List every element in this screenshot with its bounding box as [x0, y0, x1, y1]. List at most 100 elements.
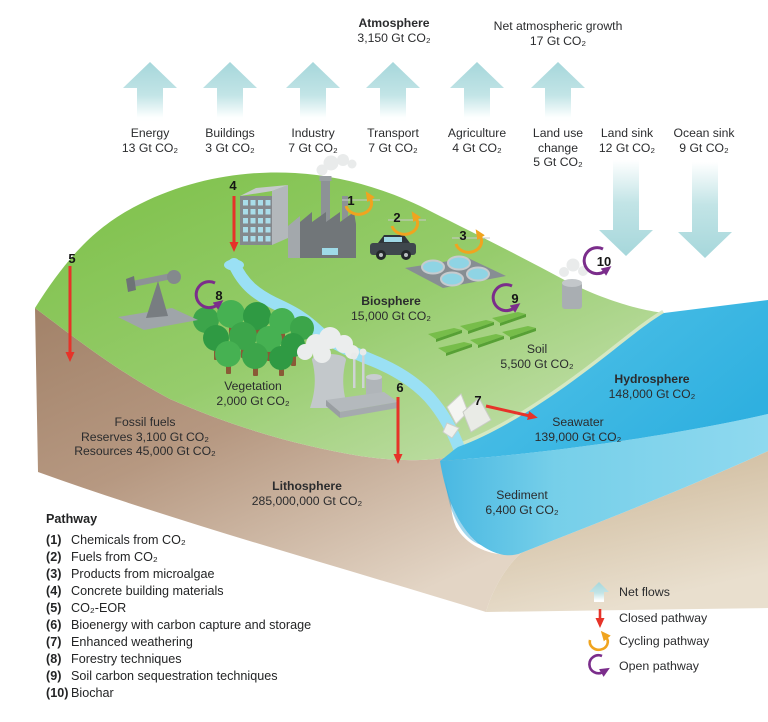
land-use-change-up-arrow [531, 62, 585, 122]
pathway-marker-6: 6 [396, 380, 403, 395]
pathway-arrow-10 [582, 246, 612, 276]
flow-energy-value: 13 Gt CO₂ [121, 140, 179, 155]
office-building [240, 185, 288, 245]
pathway-marker-1: 1 [347, 193, 354, 208]
flow-label-buildings: Buildings 3 Gt CO₂ [205, 126, 254, 155]
flow-energy-title: Energy [130, 126, 170, 140]
pathway-item-label: Products from microalgae [71, 567, 215, 581]
pathway-item-8: (8)Forestry techniques [46, 651, 311, 668]
land-sink-down-arrow [599, 160, 653, 256]
flow-transport-title: Transport [367, 126, 419, 140]
seafloor-wedge [486, 451, 768, 612]
oil-pumpjack [118, 270, 198, 330]
flow-luc-title: Land use [532, 126, 584, 140]
pathway-item-label: Fuels from CO₂ [71, 550, 158, 564]
seawater-value: 139,000 Gt CO₂ [534, 429, 622, 444]
pathway-item-label: CO₂-EOR [71, 601, 127, 615]
pathway-item-5: (5)CO₂-EOR [46, 600, 311, 617]
hydrosphere-label: Hydrosphere 148,000 Gt CO₂ [609, 372, 696, 401]
soil-label: Soil 5,500 Gt CO₂ [500, 342, 573, 371]
lithosphere-title: Lithosphere [272, 479, 342, 493]
flow-transport-value: 7 Gt CO₂ [368, 140, 418, 155]
atmosphere-title: Atmosphere [358, 16, 430, 30]
lithosphere-value: 285,000,000 Gt CO₂ [251, 493, 363, 508]
pathway-arrow-8 [194, 280, 224, 310]
flow-agriculture-title: Agriculture [447, 126, 507, 140]
fossil-resources: Resources 45,000 Gt CO₂ [74, 444, 216, 459]
flow-ocean-sink-value: 9 Gt CO₂ [679, 140, 729, 155]
seawater-title: Seawater [552, 415, 604, 429]
vegetation-value: 2,000 Gt CO₂ [216, 393, 290, 408]
legend-cycling-pathway-label: Cycling pathway [619, 634, 710, 648]
flow-agriculture-value: 4 Gt CO₂ [452, 140, 502, 155]
pathway-item-label: Enhanced weathering [71, 635, 193, 649]
biosphere-value: 15,000 Gt CO₂ [351, 308, 431, 323]
crop-fields [428, 312, 536, 356]
net-flows-icon [589, 582, 609, 602]
pathway-item-num: (9) [46, 669, 62, 683]
industry-up-arrow [286, 62, 340, 122]
lithosphere-label: Lithosphere 285,000,000 Gt CO₂ [252, 479, 362, 508]
flow-label-energy: Energy 13 Gt CO₂ [122, 126, 178, 155]
pathway-item-num: (10) [46, 686, 69, 700]
pathway-item-label: Soil carbon sequestration techniques [71, 669, 278, 683]
pathway-item-label: Bioenergy with carbon capture and storag… [71, 618, 312, 632]
biochar-kiln [559, 258, 588, 309]
net-growth-value: 17 Gt CO₂ [529, 33, 587, 48]
pathway-arrow-7 [485, 404, 538, 420]
pathway-legend-title: Pathway [46, 512, 98, 526]
pathway-item-num: (3) [46, 567, 62, 581]
pathway-item-3: (3) Products from microalgae [46, 566, 311, 583]
buildings-up-arrow [203, 62, 257, 122]
pathway-item-num: (1) [46, 533, 62, 547]
biosphere-title: Biosphere [361, 294, 421, 308]
lithosphere-face [35, 308, 521, 612]
weathering-rocks [442, 393, 492, 439]
hydrosphere-title: Hydrosphere [614, 372, 690, 386]
sea-deep-shade [444, 470, 482, 545]
bioenergy-plant [297, 327, 398, 418]
factory [288, 154, 357, 258]
pathway-marker-9: 9 [511, 291, 518, 306]
flow-land-sink-value: 12 Gt CO₂ [598, 140, 656, 155]
flow-label-land-use-change: Land use change 5 Gt CO₂ [533, 126, 583, 170]
pathway-arrow-1 [344, 191, 375, 216]
pathway-item-label: Forestry techniques [71, 652, 182, 666]
pathway-markers: 1 2 3 4 5 6 7 8 9 10 [68, 178, 611, 408]
fossil-title: Fossil fuels [114, 415, 176, 429]
legend-closed-pathway: Closed pathway [586, 607, 707, 629]
net-growth-title: Net atmospheric growth [493, 19, 623, 33]
flow-label-industry: Industry 7 Gt CO₂ [288, 126, 337, 155]
flow-label-agriculture: Agriculture 4 Gt CO₂ [448, 126, 506, 155]
pathway-item-num: (6) [46, 618, 62, 632]
net-flow-arrows [123, 62, 732, 258]
pathway-arrows [65, 191, 612, 464]
flow-label-ocean-sink: Ocean sink 9 Gt CO₂ [674, 126, 735, 155]
sea-surface [440, 300, 768, 461]
pathway-item-10: (10)Biochar [46, 685, 311, 702]
legend-open-pathway-label: Open pathway [619, 659, 699, 673]
legend-cycling-pathway: Cycling pathway [586, 630, 709, 652]
flow-luc-value: 5 Gt CO₂ [533, 155, 583, 170]
atmosphere-value: 3,150 Gt CO₂ [357, 30, 431, 45]
fossil-fuels-label: Fossil fuels Reserves 3,100 Gt CO₂ Resou… [74, 415, 216, 459]
energy-up-arrow [123, 62, 177, 122]
ocean-sink-down-arrow [678, 162, 732, 258]
pathway-item-7: (7)Enhanced weathering [46, 634, 311, 651]
net-atmospheric-growth-label: Net atmospheric growth 17 Gt CO₂ [494, 19, 623, 48]
pathway-marker-3: 3 [459, 228, 466, 243]
legend-closed-pathway-label: Closed pathway [619, 611, 708, 625]
vegetation-label: Vegetation 2,000 Gt CO₂ [216, 379, 289, 408]
atmosphere-label: Atmosphere 3,150 Gt CO₂ [357, 16, 430, 45]
flow-label-land-sink: Land sink 12 Gt CO₂ [599, 126, 655, 155]
pathway-marker-2: 2 [393, 210, 400, 225]
pathway-item-label: Biochar [71, 686, 114, 700]
vegetation-title: Vegetation [224, 379, 282, 393]
flow-industry-title: Industry [291, 126, 335, 140]
agriculture-up-arrow [450, 62, 504, 122]
microalgae-ponds [405, 255, 506, 288]
pathway-marker-4: 4 [229, 178, 237, 193]
pathway-marker-5: 5 [68, 251, 75, 266]
transport-up-arrow [366, 62, 420, 122]
